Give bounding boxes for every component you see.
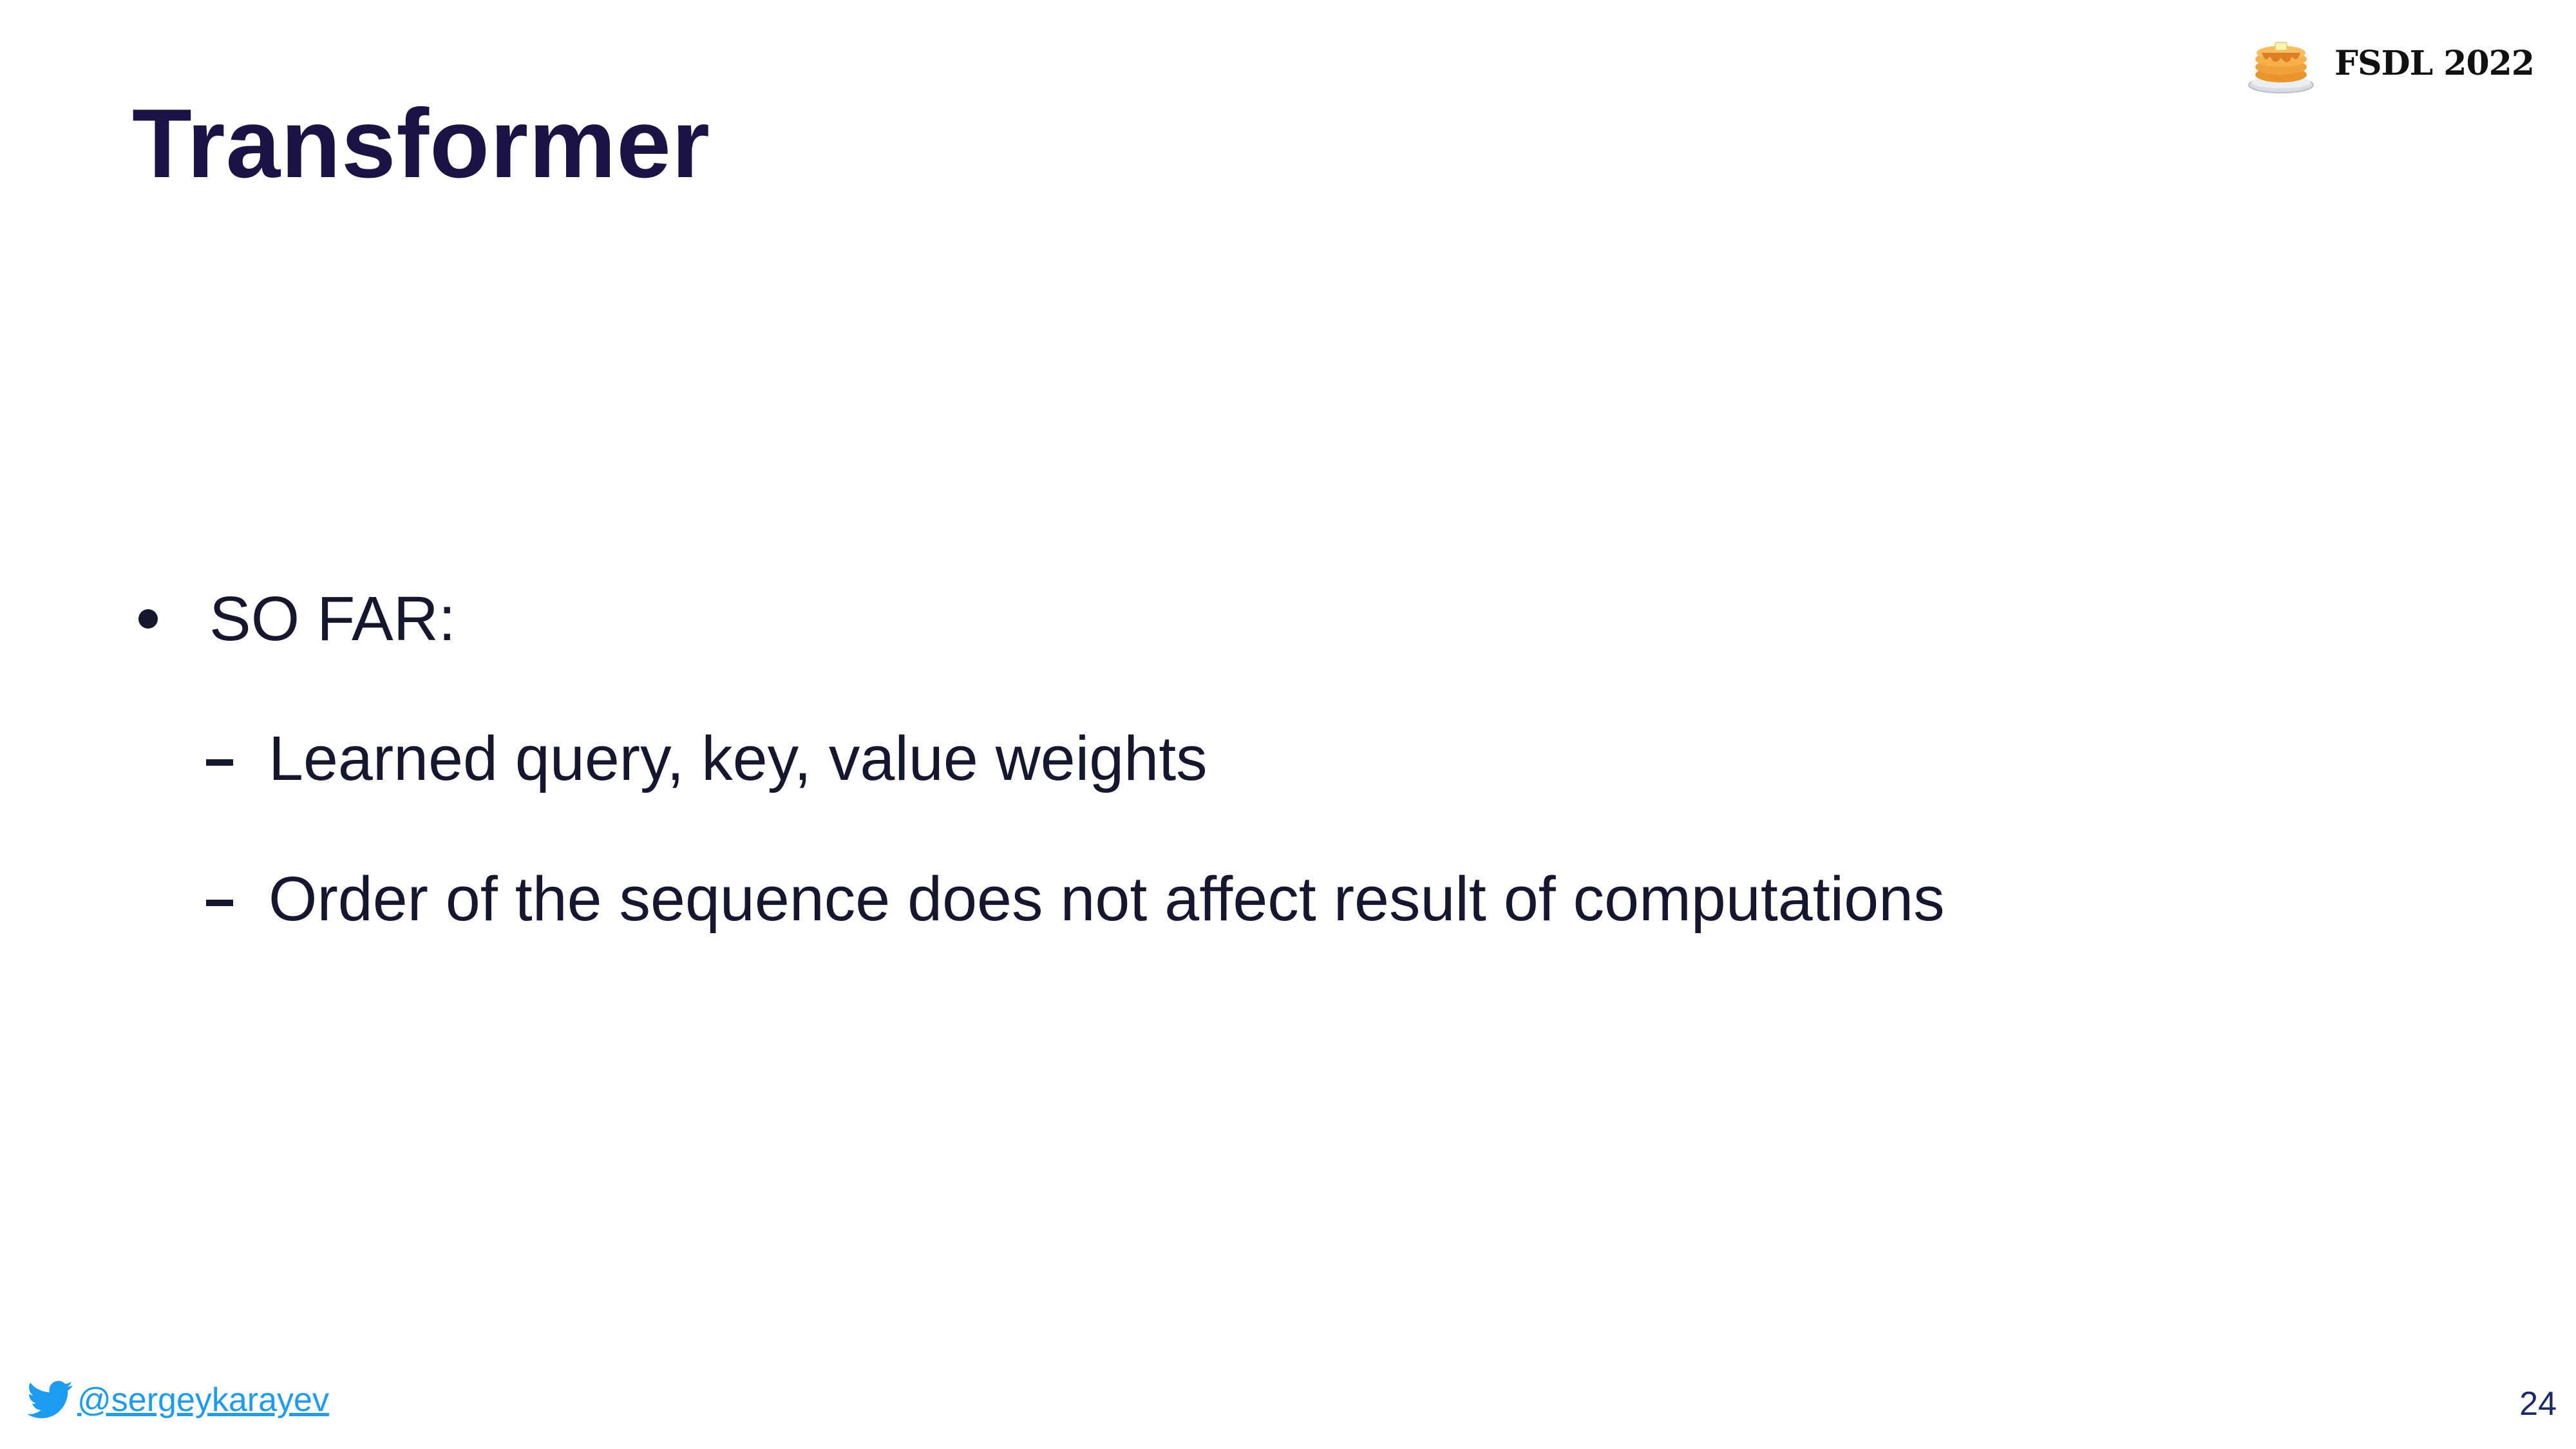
sub-bullet-item: Order of the sequence does not affect re… <box>206 863 1945 935</box>
sub-bullet-text: Order of the sequence does not affect re… <box>269 864 1945 934</box>
brand-text: FSDL 2022 <box>2334 43 2535 83</box>
sub-bullet-item: Learned query, key, value weights <box>206 723 1208 795</box>
twitter-handle-link[interactable]: @sergeykarayev <box>77 1381 329 1419</box>
sub-bullet-text: Learned query, key, value weights <box>269 723 1208 793</box>
bullet-dash <box>206 900 233 906</box>
slide-title: Transformer <box>132 89 710 198</box>
bullet-text: SO FAR: <box>209 583 456 654</box>
bullet-dot <box>138 609 158 629</box>
bullet-dash <box>206 759 233 766</box>
brand-header: FSDL 2022 <box>2246 31 2535 95</box>
bullet-item: SO FAR: <box>138 583 456 655</box>
footer-social: @sergeykarayev <box>27 1380 329 1420</box>
pancakes-icon <box>2248 42 2315 93</box>
page-number: 24 <box>2519 1385 2557 1423</box>
twitter-bird-icon <box>27 1381 73 1419</box>
